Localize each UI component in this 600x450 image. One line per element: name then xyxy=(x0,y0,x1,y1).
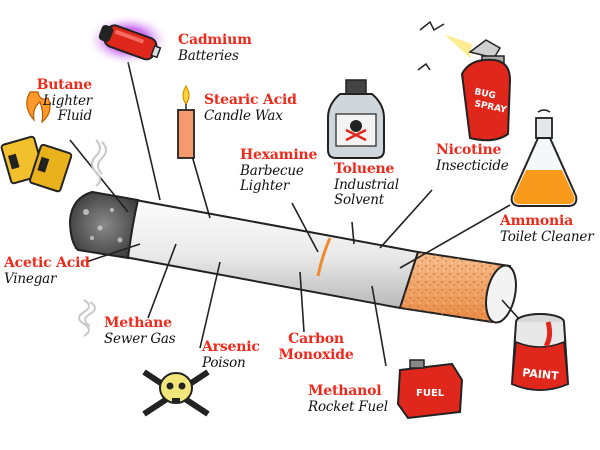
chemical-name: Toluene xyxy=(334,161,395,177)
chemical-name: Methane xyxy=(104,315,172,331)
bug-spray-icon: BUG SPRAY xyxy=(417,20,512,142)
chemical-name: Arsenic xyxy=(202,339,260,355)
chemical-use: Vinegar xyxy=(4,270,57,287)
fuel-can-text: FUEL xyxy=(416,388,445,399)
chemical-use: Batteries xyxy=(178,47,239,64)
label-cadmium: Cadmium Batteries xyxy=(178,32,252,64)
chemical-use: Insecticide xyxy=(436,157,509,174)
chemical-use-2: Fluid xyxy=(57,107,93,124)
chemical-use-2: Solvent xyxy=(334,191,385,208)
chemical-name: Stearic Acid xyxy=(204,92,297,108)
chemical-name: Ammonia xyxy=(500,213,573,229)
chemical-use: Candle Wax xyxy=(204,107,283,124)
label-butane: Butane Lighter Fluid xyxy=(34,77,93,124)
chemical-name: Carbon xyxy=(288,331,344,347)
chemical-name-2: Monoxide xyxy=(278,346,354,363)
chemical-use-2: Lighter xyxy=(240,177,290,194)
chemical-name: Nicotine xyxy=(436,142,502,158)
lighter-icon xyxy=(0,91,73,193)
label-stearic-acid: Stearic Acid Candle Wax xyxy=(204,92,297,124)
poison-bottle-icon xyxy=(327,79,385,159)
chemical-use: Industrial xyxy=(334,176,399,193)
chemical-name: Butane xyxy=(36,77,93,93)
candle-icon xyxy=(177,84,195,159)
chemical-name: Hexamine xyxy=(240,147,318,163)
paint-can-icon: PAINT xyxy=(510,313,570,391)
chemical-use: Poison xyxy=(202,354,246,371)
label-acetic-acid: Acetic Acid Vinegar xyxy=(4,255,90,287)
smoke-squiggles xyxy=(78,139,107,337)
cigarette xyxy=(68,190,517,324)
flask-icon xyxy=(510,109,578,207)
label-methane: Methane Sewer Gas xyxy=(104,315,176,347)
chemical-use: Barbecue xyxy=(240,162,304,179)
chemical-use: Toilet Cleaner xyxy=(500,228,594,245)
battery-icon xyxy=(86,14,170,66)
label-carbon-monoxide: Carbon Monoxide xyxy=(276,331,356,363)
label-ammonia: Ammonia Toilet Cleaner xyxy=(500,213,594,245)
label-toluene: Toluene Industrial Solvent xyxy=(334,161,399,208)
skull-icon xyxy=(142,369,210,417)
cigarette-ring xyxy=(316,237,332,277)
label-methanol: Methanol Rocket Fuel xyxy=(308,383,388,415)
chemical-name: Methanol xyxy=(308,383,382,399)
chemical-name: Cadmium xyxy=(178,32,252,48)
chemical-use: Rocket Fuel xyxy=(308,398,388,415)
paint-can-text: PAINT xyxy=(522,366,560,383)
label-nicotine: Nicotine Insecticide xyxy=(436,142,509,174)
chemical-name: Acetic Acid xyxy=(4,255,90,271)
label-arsenic: Arsenic Poison xyxy=(202,339,260,371)
chemical-use: Sewer Gas xyxy=(104,330,176,347)
fuel-can-icon: FUEL xyxy=(396,359,464,420)
chemical-use: Lighter xyxy=(42,92,92,109)
bug-spray-text-1: BUG xyxy=(473,87,496,101)
label-hexamine: Hexamine Barbecue Lighter xyxy=(240,147,318,194)
